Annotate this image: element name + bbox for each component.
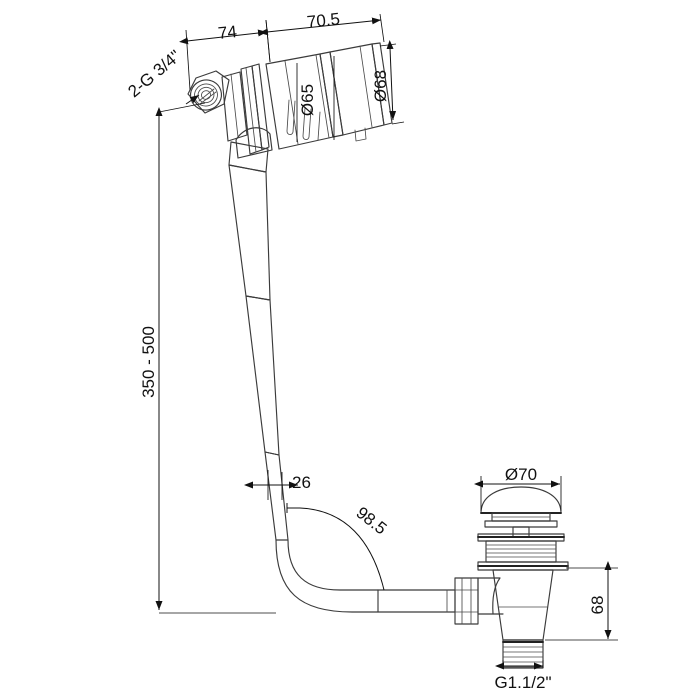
click-clack-cap <box>477 486 569 571</box>
dimension-g150: G1.1/2" <box>494 660 552 692</box>
waste-thread-label: G1.1/2" <box>494 673 551 692</box>
telescopic-overflow-tube <box>228 141 289 541</box>
waste-body-assembly <box>477 486 569 669</box>
inlet-thread-label: 2-G 3/4" <box>124 46 184 101</box>
threaded-tail <box>502 639 544 669</box>
dim-70-5-label: 70.5 <box>306 9 341 31</box>
dimension-d68: Ø68 <box>371 40 405 125</box>
dimension-70-5: 70.5 <box>259 9 385 63</box>
dimension-d65: Ø65 <box>296 56 335 142</box>
dimension-350-500: 350 - 500 <box>139 102 276 614</box>
dim-350-500-label: 350 - 500 <box>139 326 158 398</box>
dimension-26: 26 <box>244 470 311 500</box>
dim-98-5-label: 98.5 <box>352 503 390 538</box>
dimension-68: 68 <box>545 561 618 641</box>
hex-union-nut <box>454 577 479 625</box>
clip-prongs <box>286 99 321 141</box>
horizontal-connector-pipe <box>377 589 456 613</box>
dim-26-label: 26 <box>292 473 311 492</box>
dimension-98-5: 98.5 <box>286 503 390 591</box>
dim-68-label: 68 <box>588 596 607 615</box>
ninety-degree-elbow <box>275 539 379 613</box>
dim-d70-label: Ø70 <box>505 465 537 484</box>
overflow-filler-head <box>187 42 393 159</box>
dim-d68-label: Ø68 <box>371 70 390 102</box>
dim-d65-label: Ø65 <box>298 84 317 116</box>
dimension-d70: Ø70 <box>474 465 562 511</box>
dim-74-label: 74 <box>217 22 238 43</box>
